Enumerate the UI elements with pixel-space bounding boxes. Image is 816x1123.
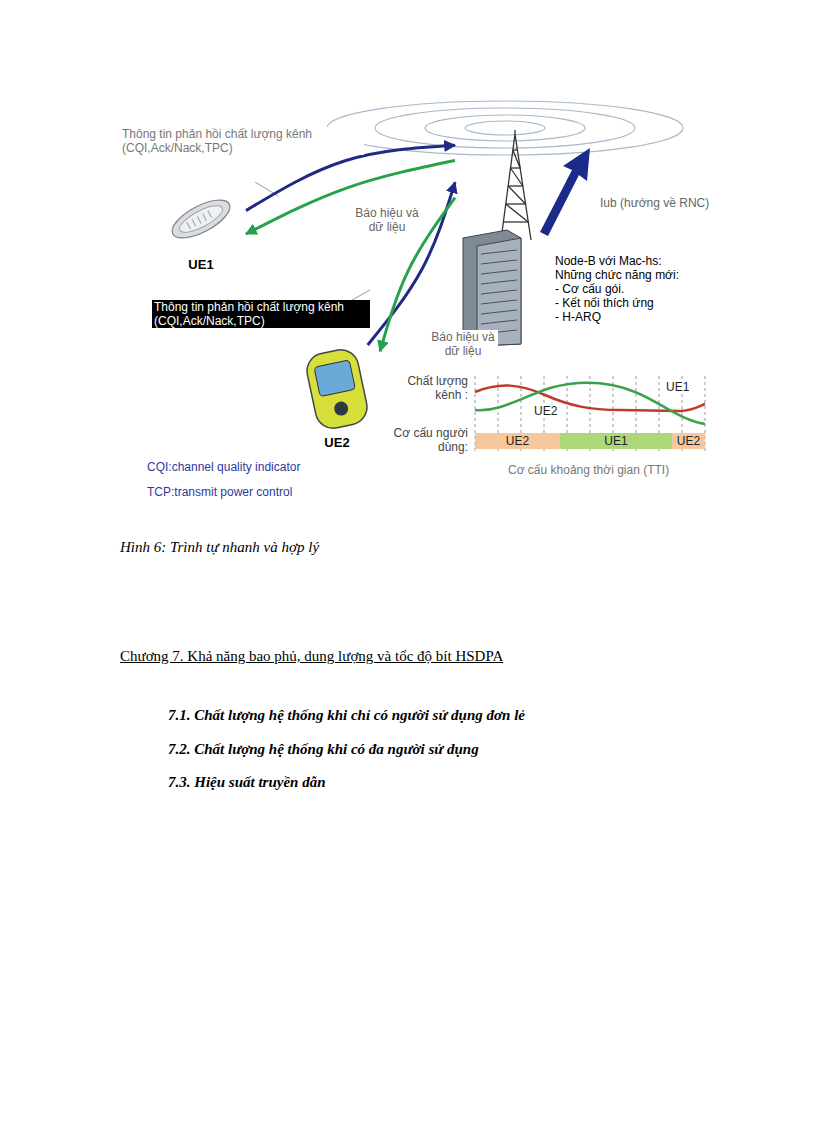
schedule-bar xyxy=(475,433,560,449)
figure-caption: Hình 6: Trình tự nhanh và hợp lý xyxy=(120,538,319,556)
base-station: Node-B với Mac-hs:Những chức năng mới:- … xyxy=(455,130,703,348)
signal-label: Báo hiệu và dữ liệu xyxy=(428,330,498,358)
ring xyxy=(375,108,635,148)
chapter-heading: Chương 7. Khả năng bao phủ, dung lượng v… xyxy=(120,647,503,665)
phone-icon xyxy=(167,195,236,246)
signal-label: Báo hiệu và dữ liệu xyxy=(352,206,422,234)
section-heading: 7.1. Chất lượng hệ thống khi chỉ có ngườ… xyxy=(168,706,728,724)
ring xyxy=(425,115,585,141)
user-equipment: UE1 xyxy=(160,195,246,273)
node-label: UE2 xyxy=(298,435,376,450)
signal-arrow xyxy=(246,145,455,210)
node-text-group: UE1 xyxy=(160,257,242,272)
user-equipment: UE2 xyxy=(298,345,380,451)
leader-line xyxy=(352,290,370,300)
signal-arrow xyxy=(246,161,455,234)
axis-label: Chất lượng kênh : xyxy=(380,374,468,402)
chart-grid xyxy=(475,376,705,452)
node-text-group: UE2 xyxy=(298,435,376,450)
feedback-label: Thông tin phản hồi chất lượng kênh (CQI,… xyxy=(152,300,370,328)
axis-title: Cơ cấu khoảng thời gian (TTI) xyxy=(508,463,708,477)
feedback-label: Thông tin phản hồi chất lượng kênh (CQI,… xyxy=(120,127,364,155)
antenna-tower xyxy=(501,130,531,240)
curve-label: UE2 xyxy=(532,404,559,418)
equipment-cabinet xyxy=(463,230,521,346)
pda-icon xyxy=(304,346,371,431)
radio-rings xyxy=(327,101,683,155)
node-description: Node-B với Mac-hs: xyxy=(555,254,679,268)
schedule-bar xyxy=(672,433,705,449)
section-heading: 7.3. Hiệu suất truyền dẫn xyxy=(168,773,728,791)
node-description: - Cơ cấu gói. xyxy=(555,282,679,296)
bar-label: UE2 xyxy=(475,434,560,448)
section-heading: 7.2. Chất lượng hệ thống khi có đa người… xyxy=(168,740,728,758)
legend-note: CQI:channel quality indicator xyxy=(147,460,367,474)
node-description: - H-ARQ xyxy=(555,310,679,324)
interface-label: Iub (hướng về RNC) xyxy=(600,196,740,210)
node-text-group: Node-B với Mac-hs:Những chức năng mới:- … xyxy=(555,254,679,324)
ring xyxy=(465,121,545,135)
node-label: UE1 xyxy=(160,257,242,272)
iub-arrow xyxy=(540,148,590,236)
legend-note: TCP:transmit power control xyxy=(147,485,367,499)
bar-label: UE2 xyxy=(672,434,705,448)
curve-label: UE1 xyxy=(664,380,691,394)
schedule-bar xyxy=(560,433,672,449)
axis-label: Cơ cấu người dùng: xyxy=(380,426,468,454)
bar-label: UE1 xyxy=(560,434,672,448)
ring xyxy=(327,101,683,155)
node-description: - Kết nối thích ứng xyxy=(555,296,679,310)
node-description: Những chức năng mới: xyxy=(555,268,679,282)
